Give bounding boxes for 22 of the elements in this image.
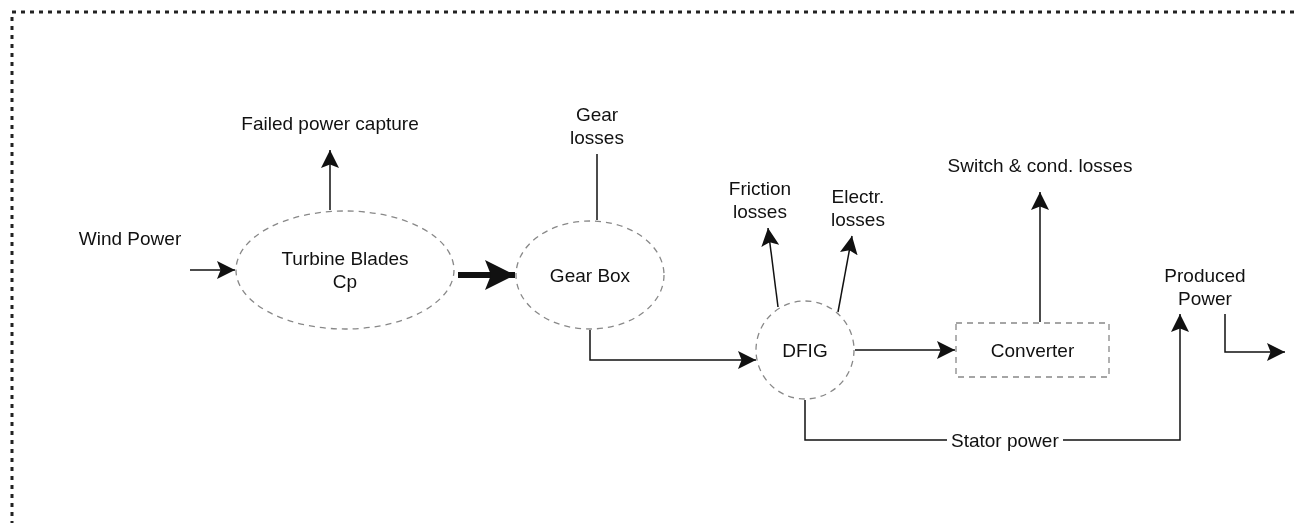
loss-label: Produced Power [1163,264,1247,310]
loss-label: Switch & cond. losses [947,153,1133,177]
arrow [837,235,858,313]
loss-label: Electr. losses [830,185,886,231]
arrow [1031,191,1049,323]
arrow [189,261,236,279]
arrow [458,260,515,290]
loss-label: Friction losses [727,177,793,223]
connector-line [596,153,598,221]
loss-label: Wind Power [78,226,182,250]
node-label: Turbine Blades [281,247,409,270]
node-label: DFIG [782,338,828,362]
arrow [321,149,339,211]
node-label: Gear Box [549,263,631,287]
loss-label: Failed power capture [241,111,419,135]
node-label: Cp [332,270,358,293]
arrow [589,329,757,369]
loss-label: Gear losses [569,103,625,149]
node-label: Converter [990,338,1075,362]
arrow [854,341,956,359]
arrow [1224,313,1286,361]
arrow [761,227,780,308]
